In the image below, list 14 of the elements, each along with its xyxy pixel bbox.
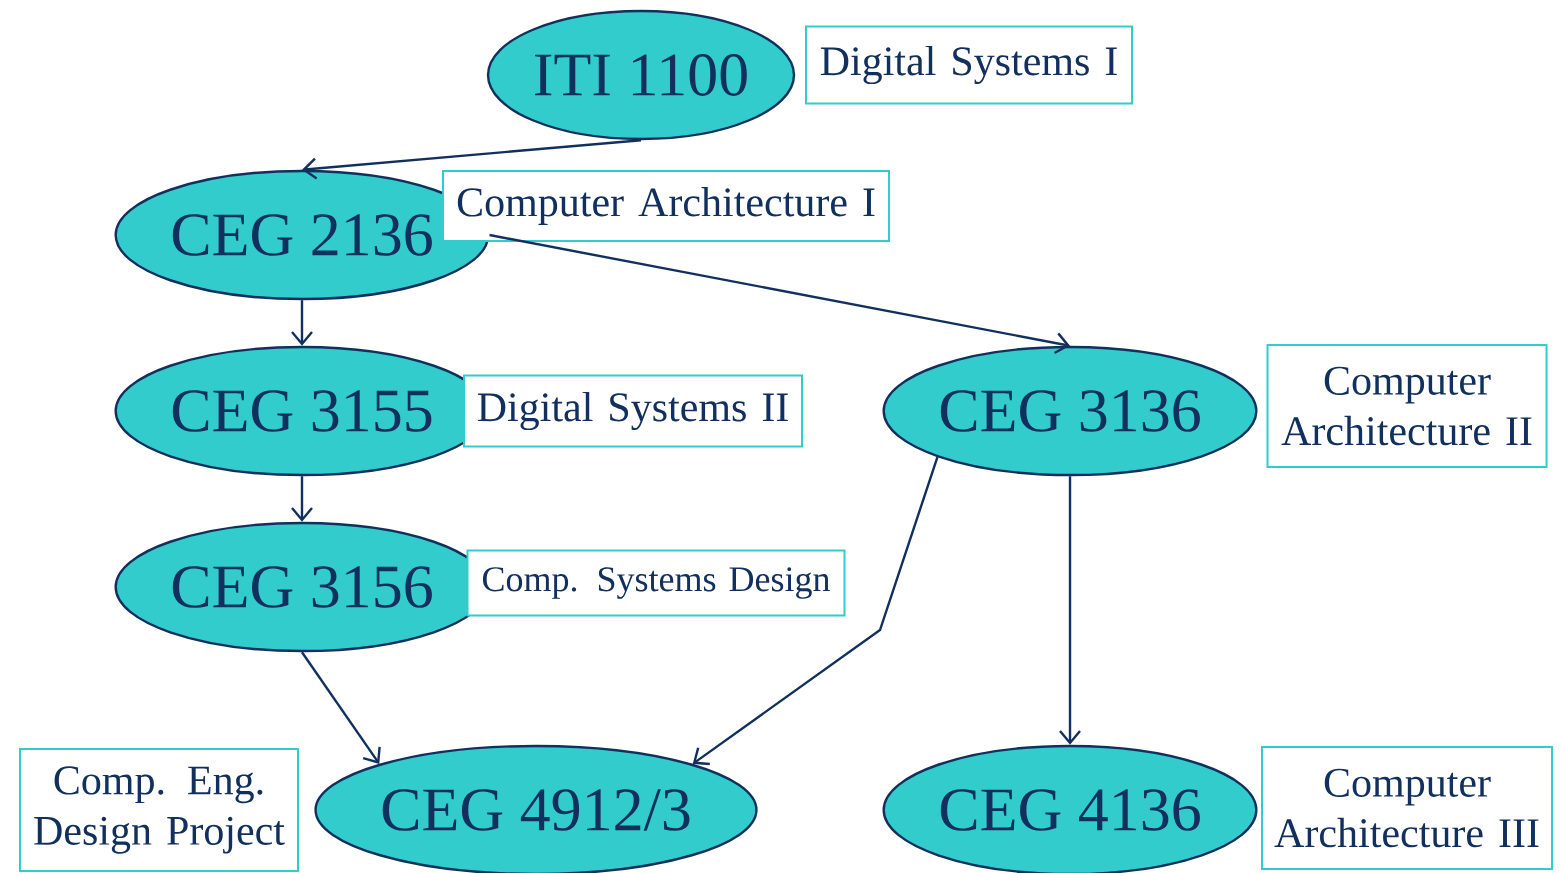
course-name-box: Comp. Systems Design (466, 549, 846, 617)
course-name-box: Computer Architecture I (442, 170, 890, 242)
arrow (1059, 476, 1081, 745)
arrow (692, 456, 939, 766)
course-name-box: Comp. Eng. Design Project (19, 748, 299, 872)
arrow (489, 233, 1070, 355)
course-name-box: Digital Systems I (805, 25, 1133, 105)
arrow (291, 300, 313, 346)
course-name-box: Digital Systems II (463, 374, 803, 448)
course-name-box: Computer Architecture III (1261, 746, 1553, 870)
arrow (291, 476, 313, 522)
arrow (302, 139, 642, 180)
arrow (301, 651, 381, 764)
course-name-box: Computer Architecture II (1266, 344, 1548, 468)
